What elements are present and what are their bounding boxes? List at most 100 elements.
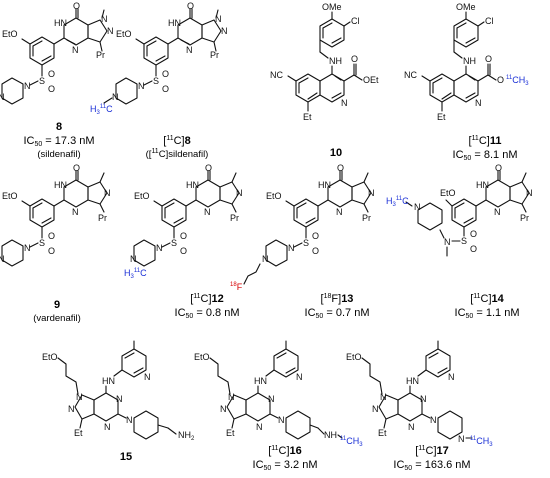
svg-text:O: O	[485, 54, 492, 64]
svg-text:HN: HN	[54, 18, 67, 28]
svg-text:N: N	[24, 243, 31, 253]
structure-18f-13: EtO O HN N N Pr S O O N N 18F	[230, 163, 375, 292]
svg-text:O: O	[205, 163, 212, 173]
svg-text:Et: Et	[226, 428, 235, 438]
caption-11c-14: [11C]14 IC50 = 1.1 nM	[454, 293, 520, 320]
svg-text:OEt: OEt	[363, 75, 379, 85]
svg-text:11CH3: 11CH3	[470, 436, 493, 448]
structure-11c-8: EtO O HN N N N Pr S O O N N H311C	[90, 1, 228, 116]
svg-text:N: N	[475, 98, 482, 108]
svg-text:NC: NC	[404, 70, 417, 80]
svg-text:O: O	[162, 84, 169, 94]
caption-18f-13: [18F]13 IC50 = 0.7 nM	[304, 293, 370, 320]
svg-text:HN: HN	[54, 180, 67, 190]
svg-text:O: O	[497, 75, 504, 85]
svg-text:O: O	[470, 244, 477, 254]
svg-text:Et: Et	[74, 428, 83, 438]
svg-text:N: N	[72, 207, 79, 217]
svg-text:N: N	[368, 188, 375, 198]
svg-text:N: N	[138, 81, 145, 91]
structure-11c-16: N HN N N N N Et EtO N NH 11CH3	[194, 340, 363, 448]
svg-text:N: N	[221, 26, 228, 36]
structure-8-sildenafil: EtO O HN N N N Pr S O O N N	[0, 1, 114, 105]
svg-text:N: N	[116, 394, 123, 404]
svg-text:O: O	[73, 163, 80, 173]
caption-9: 9 (vardenafil)	[33, 299, 81, 324]
svg-text:HN: HN	[186, 180, 199, 190]
svg-text:Et: Et	[437, 112, 446, 122]
svg-text:O: O	[495, 163, 502, 173]
svg-text:N: N	[0, 92, 5, 102]
svg-text:N: N	[104, 188, 111, 198]
structure-11c-14: EtO O HN N N Pr S O O N N H311C	[386, 163, 533, 257]
svg-text:N: N	[101, 14, 108, 24]
caption-11c-17: [11C]17 IC50 = 163.6 nM	[393, 445, 471, 472]
svg-text:N: N	[448, 372, 455, 382]
svg-text:N: N	[380, 392, 387, 402]
svg-text:N: N	[0, 254, 5, 264]
caption-11c-11: [11C]11 IC50 = 8.1 nM	[452, 135, 518, 162]
svg-text:Et: Et	[303, 112, 312, 122]
structure-11c-11: OMe Cl NH N NC Et O O 11CH3	[404, 2, 529, 122]
structure-11c-17: N HN N N N N Et EtO N N 11CH3	[346, 340, 493, 448]
svg-text:Pr: Pr	[230, 213, 239, 223]
svg-text:N: N	[236, 188, 243, 198]
svg-text:N: N	[220, 404, 227, 414]
svg-text:N: N	[76, 392, 83, 402]
svg-text:N: N	[107, 26, 114, 36]
svg-text:N: N	[408, 422, 415, 432]
svg-text:18F: 18F	[230, 282, 243, 292]
svg-text:NH: NH	[463, 56, 476, 66]
svg-text:Et: Et	[378, 428, 387, 438]
svg-text:S: S	[171, 238, 177, 248]
svg-text:OMe: OMe	[322, 2, 342, 12]
svg-text:EtO: EtO	[440, 188, 456, 198]
svg-text:EtO: EtO	[42, 352, 58, 362]
svg-text:O: O	[312, 231, 319, 241]
svg-text:S: S	[153, 76, 159, 86]
svg-text:EtO: EtO	[346, 352, 362, 362]
svg-text:O: O	[470, 229, 477, 239]
svg-text:O: O	[162, 69, 169, 79]
svg-text:HN: HN	[102, 376, 115, 386]
svg-text:S: S	[303, 238, 309, 248]
svg-text:N: N	[72, 45, 79, 55]
caption-11c-8: [11C]8 ([11C]sildenafil)	[145, 135, 209, 160]
svg-text:N: N	[144, 372, 151, 382]
svg-text:HN: HN	[254, 376, 267, 386]
caption-8: 8 IC50 = 17.3 nM (sildenafil)	[23, 121, 95, 160]
svg-text:S: S	[39, 238, 45, 248]
caption-10: 10	[329, 147, 343, 159]
svg-text:Pr: Pr	[96, 50, 105, 60]
svg-text:N: N	[68, 404, 75, 414]
svg-text:N: N	[24, 81, 31, 91]
svg-text:OMe: OMe	[456, 2, 476, 12]
structure-9-vardenafil: EtO O HN N N Pr S O O N N Et	[0, 163, 111, 267]
caption-11c-16: [11C]16 IC50 = 3.2 nM	[252, 445, 318, 472]
svg-text:N: N	[494, 207, 501, 217]
svg-text:S: S	[39, 76, 45, 86]
svg-text:S: S	[461, 236, 467, 246]
structure-10: OMe Cl NH N NC Et O OEt	[270, 2, 379, 122]
svg-text:Pr: Pr	[98, 213, 107, 223]
svg-text:N: N	[215, 14, 222, 24]
svg-text:N: N	[268, 394, 275, 404]
atom-label-eto: EtO	[2, 29, 18, 39]
svg-text:Pr: Pr	[362, 213, 371, 223]
svg-text:H311C: H311C	[386, 196, 409, 208]
svg-text:N: N	[228, 392, 235, 402]
svg-text:H311C: H311C	[124, 268, 147, 280]
svg-text:N: N	[430, 415, 437, 425]
caption-11c-12: [11C]12 IC50 = 0.8 nM	[174, 293, 240, 320]
svg-text:EtO: EtO	[266, 191, 282, 201]
svg-text:11CH3: 11CH3	[340, 436, 363, 448]
svg-text:Cl: Cl	[351, 16, 360, 26]
svg-text:N: N	[288, 243, 295, 253]
svg-text:O: O	[187, 1, 194, 11]
svg-text:HN: HN	[318, 180, 331, 190]
svg-text:N: N	[278, 415, 285, 425]
svg-text:N: N	[336, 207, 343, 217]
label-h3-11c: H311C	[90, 104, 113, 116]
svg-text:HN: HN	[476, 180, 489, 190]
label-11ch3: 11CH3	[506, 75, 529, 87]
